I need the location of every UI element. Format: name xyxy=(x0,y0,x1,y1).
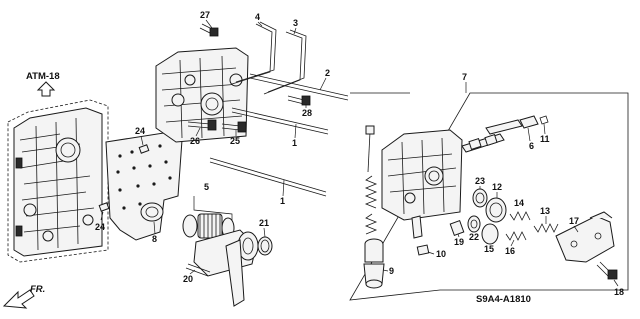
washer-15 xyxy=(481,223,499,245)
piston-12 xyxy=(485,197,507,223)
callout-21: 21 xyxy=(259,218,269,228)
seal-22 xyxy=(467,215,481,233)
callout-28: 28 xyxy=(302,108,312,118)
callout-6: 6 xyxy=(529,141,534,151)
part-code: S9A4-A1810 xyxy=(476,294,531,305)
callout-19: 19 xyxy=(454,237,464,247)
bolt-25 xyxy=(221,121,247,133)
callout-1-lower: 1 xyxy=(280,196,285,206)
atm-reference-label: ATM-18 xyxy=(26,71,60,82)
callout-8: 8 xyxy=(152,234,157,244)
callout-16: 16 xyxy=(505,246,515,256)
callouts: 27 4 3 2 28 1 1 26 25 24 24 8 5 xyxy=(95,10,624,297)
spring-left xyxy=(364,175,378,209)
roller-assembly-5 xyxy=(182,196,235,239)
spring-16 xyxy=(505,231,527,241)
spacer-10 xyxy=(416,244,430,256)
pin-20 xyxy=(185,263,211,277)
ring-23 xyxy=(472,188,488,208)
small-pin-lower xyxy=(411,215,423,239)
callout-23: 23 xyxy=(475,176,485,186)
bolt-27 xyxy=(199,23,219,37)
callout-22: 22 xyxy=(469,232,479,242)
plug-19 xyxy=(449,220,465,236)
sleeve-9 xyxy=(363,238,385,289)
dowel-pin-lower xyxy=(98,202,110,212)
separator-plate xyxy=(105,131,183,241)
callout-27: 27 xyxy=(200,10,210,20)
bracket-17 xyxy=(555,211,615,263)
shaft-2 xyxy=(249,73,349,101)
spool-valve-6 xyxy=(461,133,505,153)
valve-pin-top xyxy=(365,125,375,173)
callout-25: 25 xyxy=(230,136,240,146)
front-label: FR. xyxy=(30,284,45,295)
shaft-1-upper xyxy=(231,107,329,135)
shaft-1-lower xyxy=(209,157,327,197)
callout-24-lower: 24 xyxy=(95,222,105,232)
callout-4: 4 xyxy=(255,12,260,22)
drum-assembly xyxy=(193,229,259,307)
regulator-valve-body xyxy=(381,129,463,221)
front-direction-indicator: FR. xyxy=(2,284,45,309)
callout-26: 26 xyxy=(190,136,200,146)
valve-body-passages xyxy=(15,117,95,251)
bolt-26 xyxy=(187,119,217,131)
front-arrow-icon xyxy=(2,289,35,309)
main-valve-body xyxy=(7,99,109,263)
callout-11: 11 xyxy=(540,134,550,144)
callout-14: 14 xyxy=(514,198,524,208)
dowel-pin-upper xyxy=(138,144,150,154)
bolt-18 xyxy=(596,261,618,280)
up-arrow-icon xyxy=(36,81,56,97)
atm-reference[interactable]: ATM-18 xyxy=(26,71,60,97)
callout-5: 5 xyxy=(204,182,209,192)
callout-18: 18 xyxy=(614,287,624,297)
o-ring-21 xyxy=(257,236,273,256)
callout-13: 13 xyxy=(540,206,550,216)
spring-left-lower xyxy=(364,213,378,235)
callout-24-upper: 24 xyxy=(135,126,145,136)
callout-2: 2 xyxy=(325,68,330,78)
callout-10: 10 xyxy=(436,249,446,259)
callout-1-upper: 1 xyxy=(292,138,297,148)
spool-valve-long xyxy=(485,115,539,135)
callout-7: 7 xyxy=(462,72,467,82)
bolt-28 xyxy=(287,95,311,106)
spring-14 xyxy=(509,211,531,221)
callout-20: 20 xyxy=(183,274,193,284)
callout-12: 12 xyxy=(492,182,502,192)
pipe-3 xyxy=(263,29,307,95)
spring-13 xyxy=(533,223,559,233)
secondary-valve-body xyxy=(155,47,249,143)
callout-9: 9 xyxy=(389,266,394,276)
callout-3: 3 xyxy=(293,18,298,28)
callout-17: 17 xyxy=(569,216,579,226)
callout-15: 15 xyxy=(484,244,494,254)
clip-11 xyxy=(539,115,549,125)
